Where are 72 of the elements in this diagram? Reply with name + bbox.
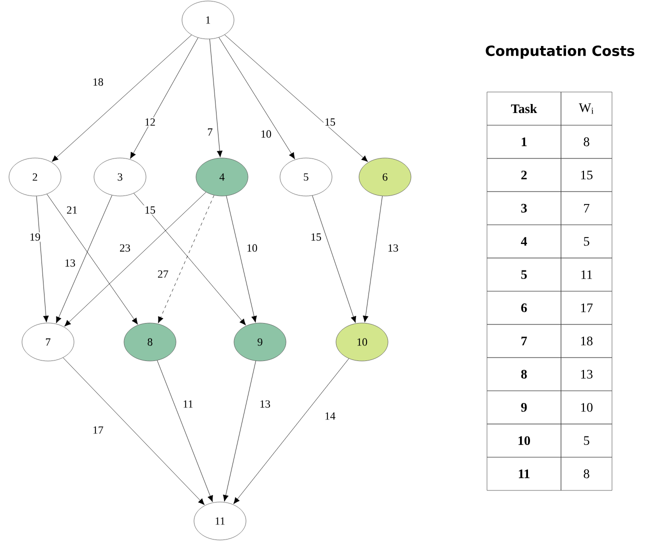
table-cell: 5 (560, 224, 612, 258)
arrow (210, 38, 222, 158)
arrow (218, 37, 295, 160)
table-cell: 6 (486, 291, 562, 325)
table-cell: Task (486, 92, 562, 126)
edge-label: 15 (144, 205, 156, 215)
arrow (158, 195, 214, 324)
table-cell: 2 (486, 158, 562, 192)
table-cell: 8 (560, 457, 612, 491)
table-cell: 10 (486, 424, 562, 458)
table-cell: 4 (486, 224, 562, 258)
task-node: 7 (22, 322, 74, 362)
arrow (362, 196, 383, 322)
task-node: 11 (194, 502, 246, 540)
table-cell: 13 (560, 357, 612, 391)
task-node: 6 (358, 158, 412, 196)
task-node: 4 (196, 158, 248, 196)
arrow (52, 34, 192, 162)
arrow (226, 196, 257, 323)
table-cell: 8 (486, 357, 562, 391)
table-cell: 1 (486, 125, 562, 159)
edge-label: 10 (246, 243, 258, 253)
edge-label: 11 (182, 399, 194, 409)
table-cell: 17 (560, 291, 612, 325)
edge-label: 17 (92, 425, 104, 435)
table-cell: 10 (560, 390, 612, 424)
table-cell: 5 (486, 258, 562, 292)
edge-label: 7 (206, 127, 214, 137)
arrow (157, 360, 213, 502)
edge-label: 15 (324, 117, 336, 127)
edge-label: 18 (92, 77, 104, 87)
edge-label: 13 (386, 243, 400, 253)
table-cell: 15 (560, 158, 612, 192)
arrow (62, 358, 205, 505)
table-cell: 3 (486, 191, 562, 225)
table-cell: 7 (560, 191, 612, 225)
arrow (233, 358, 350, 504)
arrow (222, 360, 256, 502)
task-node: 8 (124, 322, 176, 362)
arrow (134, 193, 246, 326)
task-node: 9 (234, 322, 286, 362)
edge-label: 21 (66, 205, 78, 215)
arrow (36, 196, 49, 322)
task-node: 10 (336, 322, 388, 362)
arrow (46, 194, 138, 324)
arrow (64, 192, 206, 327)
table-cell: 9 (486, 390, 562, 424)
edge-label: 14 (324, 411, 336, 421)
table-cell: 5 (560, 424, 612, 458)
task-node: 2 (8, 158, 62, 196)
task-node: 5 (280, 158, 332, 196)
table-cell: 18 (560, 324, 612, 358)
table-title: Computation Costs (486, 45, 634, 59)
task-node: 1 (182, 0, 234, 40)
task-node: 3 (94, 158, 146, 196)
edge-label: 15 (310, 232, 322, 242)
edge-label: 27 (156, 269, 170, 279)
edge-label: 10 (260, 129, 272, 139)
arrow (224, 34, 368, 162)
arrow (130, 38, 198, 159)
edge-label: 23 (118, 243, 132, 253)
edge-label: 12 (144, 117, 156, 127)
arrow (312, 195, 356, 323)
table-cell: W$_{i}$ (560, 92, 612, 126)
table-cell: 11 (560, 258, 612, 292)
table-cell: 8 (560, 125, 612, 159)
edge-label: 13 (64, 258, 76, 268)
arrow (56, 195, 112, 324)
edge-label: 19 (28, 232, 42, 242)
table-cell: 11 (486, 457, 562, 491)
edge-label: 13 (258, 399, 272, 409)
table-cell: 7 (486, 324, 562, 358)
